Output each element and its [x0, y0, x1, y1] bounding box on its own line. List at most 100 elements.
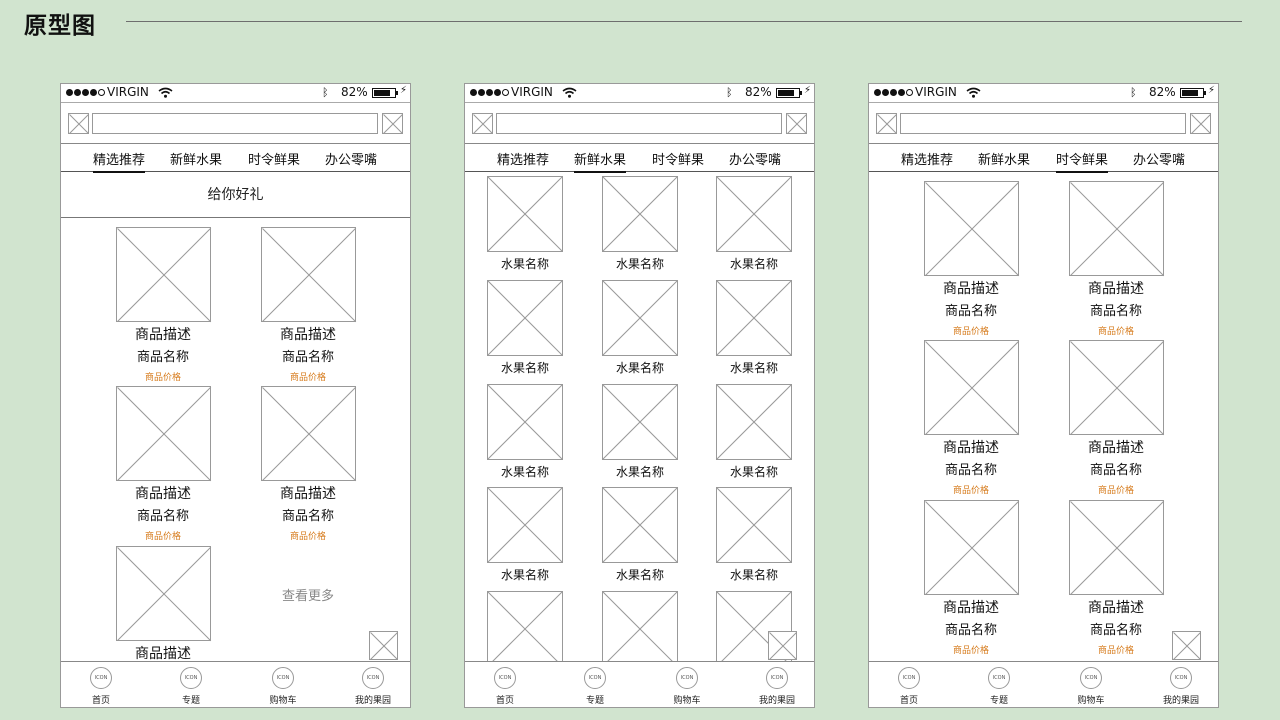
product-price: 商品价格 [289, 373, 326, 383]
charging-icon: ⚡ [400, 85, 408, 96]
back-to-top-button[interactable] [1172, 631, 1201, 660]
orchard-icon: ICON [1170, 667, 1192, 689]
message-button[interactable] [1190, 113, 1211, 134]
nav-label: 首页 [495, 696, 514, 706]
tab-fresh-fruit[interactable]: 新鲜水果 [574, 149, 627, 173]
signal-dot [98, 88, 105, 96]
back-to-top-button[interactable] [768, 631, 797, 660]
fruit-image[interactable] [602, 384, 678, 460]
tab-office-snacks[interactable]: 办公零嘴 [1133, 153, 1186, 168]
product-description: 商品描述 [135, 486, 191, 502]
product-price: 商品价格 [952, 327, 989, 337]
back-to-top-button[interactable] [369, 631, 398, 660]
fruit-name: 水果名称 [500, 361, 549, 375]
fruit-image[interactable] [716, 487, 792, 563]
tab-seasonal[interactable]: 时令鲜果 [1056, 149, 1109, 173]
category-tabs: 精选推荐 新鲜水果 时令鲜果 办公零嘴 [869, 145, 1218, 173]
message-button[interactable] [786, 113, 807, 134]
nav-label: 我的果园 [1162, 696, 1199, 706]
tab-office-snacks[interactable]: 办公零嘴 [729, 153, 782, 168]
product-name: 商品名称 [136, 509, 189, 524]
fruit-image[interactable] [716, 176, 792, 252]
tab-seasonal[interactable]: 时令鲜果 [248, 153, 301, 168]
home-icon: ICON [898, 667, 920, 689]
product-image[interactable] [116, 386, 211, 481]
tab-office-snacks[interactable]: 办公零嘴 [325, 153, 378, 168]
fruit-name: 水果名称 [500, 568, 549, 582]
fruit-image[interactable] [487, 280, 563, 356]
fruit-image[interactable] [602, 591, 678, 667]
home-icon: ICON [494, 667, 516, 689]
fruit-image[interactable] [487, 487, 563, 563]
tab-featured[interactable]: 精选推荐 [93, 149, 146, 173]
product-price: 商品价格 [1097, 646, 1134, 656]
tab-featured[interactable]: 精选推荐 [497, 153, 550, 168]
tab-seasonal[interactable]: 时令鲜果 [652, 153, 705, 168]
search-input[interactable] [92, 113, 378, 134]
product-image[interactable] [1069, 181, 1164, 276]
product-image[interactable] [1069, 500, 1164, 595]
scan-button[interactable] [876, 113, 897, 134]
tab-featured[interactable]: 精选推荐 [901, 153, 954, 168]
fruit-image[interactable] [716, 280, 792, 356]
product-image[interactable] [1069, 340, 1164, 435]
tab-fresh-fruit[interactable]: 新鲜水果 [978, 153, 1031, 168]
nav-item-orchard[interactable]: ICON 我的果园 [1141, 667, 1218, 706]
nav-label: 专题 [181, 696, 200, 706]
scan-button[interactable] [68, 113, 89, 134]
cart-icon: ICON [1080, 667, 1102, 689]
bluetooth-icon: ᛒ [726, 86, 733, 99]
product-image[interactable] [261, 227, 356, 322]
signal-dot [66, 88, 73, 96]
product-description: 商品描述 [1088, 281, 1144, 297]
fruit-name: 水果名称 [615, 568, 664, 582]
product-image[interactable] [116, 227, 211, 322]
fruit-image[interactable] [716, 384, 792, 460]
fruit-image[interactable] [487, 176, 563, 252]
fruit-image[interactable] [602, 280, 678, 356]
search-input[interactable] [496, 113, 782, 134]
see-more-link[interactable]: 查看更多 [282, 589, 335, 604]
product-price: 商品价格 [289, 532, 326, 542]
fruit-image[interactable] [602, 176, 678, 252]
product-image[interactable] [261, 386, 356, 481]
fruit-name: 水果名称 [500, 465, 549, 479]
nav-item-home[interactable]: ICON 首页 [465, 667, 545, 706]
carrier-name: VIRGIN [915, 85, 957, 99]
fruit-name: 水果名称 [729, 257, 778, 271]
signal-dot [898, 88, 905, 96]
product-image[interactable] [116, 546, 211, 641]
product-image[interactable] [924, 181, 1019, 276]
fruit-image[interactable] [487, 591, 563, 667]
product-image[interactable] [924, 340, 1019, 435]
topic-icon: ICON [988, 667, 1010, 689]
product-description: 商品描述 [1088, 440, 1144, 456]
gift-banner[interactable]: 给你好礼 [61, 173, 410, 218]
product-image[interactable] [924, 500, 1019, 595]
battery-percent: 82% [1149, 85, 1176, 99]
fruit-image[interactable] [602, 487, 678, 563]
fruit-image[interactable] [716, 591, 792, 667]
carrier-signal: VIRGIN [470, 85, 553, 99]
scan-button[interactable] [472, 113, 493, 134]
bluetooth-icon: ᛒ [322, 86, 329, 99]
tab-fresh-fruit[interactable]: 新鲜水果 [170, 153, 223, 168]
search-input[interactable] [900, 113, 1186, 134]
product-description: 商品描述 [943, 440, 999, 456]
message-button[interactable] [382, 113, 403, 134]
battery-icon [372, 88, 398, 98]
signal-dot [486, 88, 493, 96]
fruit-image[interactable] [487, 384, 563, 460]
